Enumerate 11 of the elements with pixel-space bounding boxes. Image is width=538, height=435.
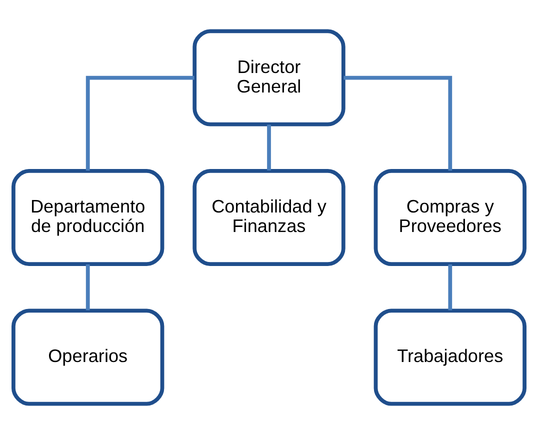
- connector: [448, 264, 452, 310]
- node-box: Contabilidad y Finanzas: [192, 168, 346, 266]
- node-box: Departamento de producción: [12, 168, 164, 266]
- node-box: Trabajadores: [374, 308, 526, 406]
- node-box: Director General: [192, 29, 346, 126]
- node-box: Operarios: [12, 308, 164, 406]
- node-box: Compras y Proveedores: [374, 168, 526, 266]
- connector: [267, 124, 271, 170]
- connector: [86, 264, 90, 310]
- connector: [86, 76, 194, 171]
- connector: [344, 76, 452, 171]
